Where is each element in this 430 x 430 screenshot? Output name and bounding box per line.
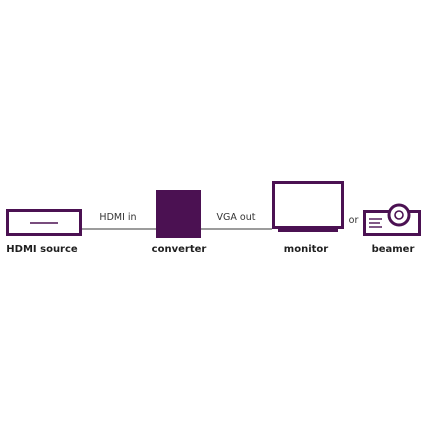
hdmi-source-box-icon	[6, 209, 82, 236]
converter-box-icon	[156, 190, 201, 238]
converter-label: converter	[152, 244, 207, 255]
monitor-icon	[272, 181, 344, 232]
vga-out-label: VGA out	[217, 212, 256, 223]
hdmi-source-label: HDMI source	[6, 244, 78, 255]
monitor-label: monitor	[284, 244, 328, 255]
projector-icon	[363, 203, 421, 236]
or-label: or	[349, 215, 359, 226]
beamer-label: beamer	[372, 244, 415, 255]
hdmi-in-label: HDMI in	[99, 212, 136, 223]
